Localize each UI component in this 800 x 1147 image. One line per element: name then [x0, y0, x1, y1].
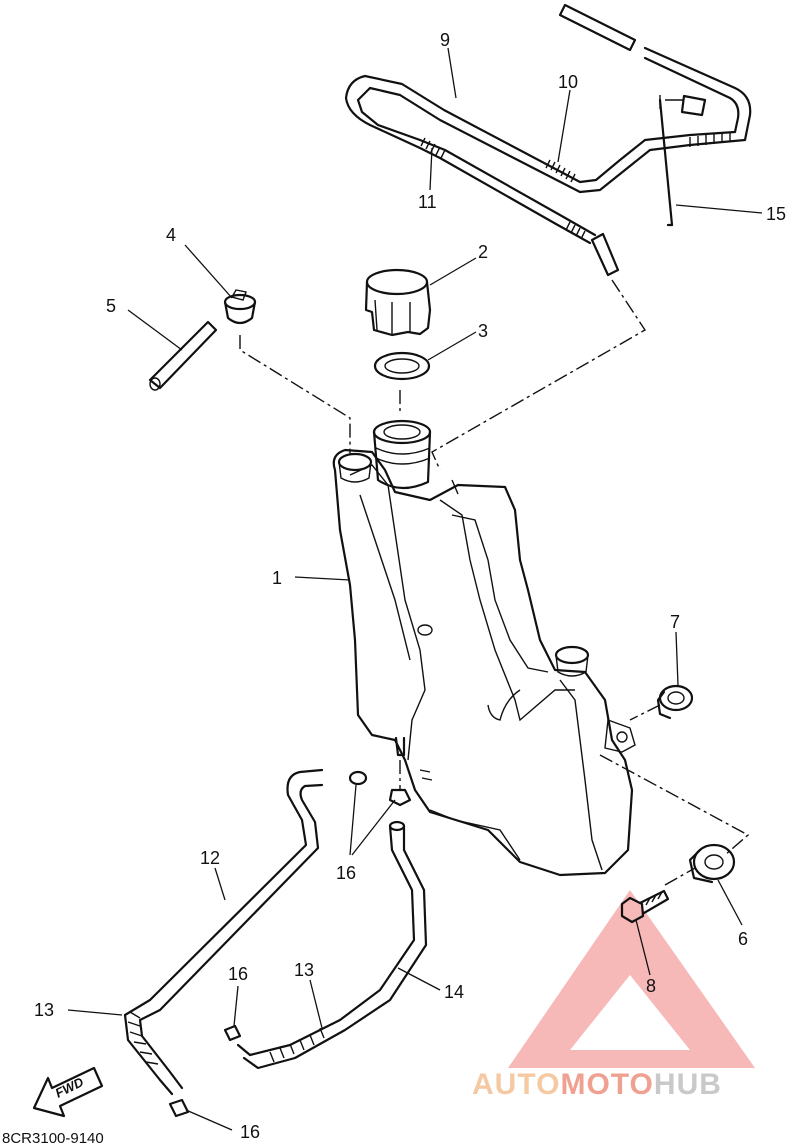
callout-15: 15 — [766, 204, 786, 224]
watermark-part3: HUB — [654, 1068, 722, 1101]
pin — [148, 320, 218, 391]
watermark-part1: AUTO — [472, 1068, 560, 1101]
callout-12: 12 — [200, 848, 220, 868]
assembly-lines — [239, 95, 750, 886]
diagram-code: 8CR3100-9140 — [2, 1130, 104, 1147]
small-cap — [223, 289, 257, 325]
callout-11: 11 — [418, 192, 437, 212]
callouts: 1 2 3 4 5 6 7 8 9 10 11 12 13 13 14 15 1… — [34, 30, 786, 1142]
leader-lines — [67, 47, 763, 1131]
callout-14: 14 — [444, 982, 464, 1002]
callout-13-mid: 13 — [294, 960, 314, 980]
damper-6 — [688, 843, 736, 884]
callout-2: 2 — [478, 242, 488, 262]
callout-6: 6 — [738, 929, 748, 949]
callout-16-center: 16 — [336, 863, 356, 883]
callout-8: 8 — [646, 976, 656, 996]
callout-10: 10 — [558, 72, 578, 92]
cap-gasket — [373, 351, 431, 381]
breather-hoses — [344, 3, 752, 277]
watermark-text: AUTOMOTOHUB — [472, 1068, 722, 1101]
grommet-7 — [656, 684, 694, 720]
callout-4: 4 — [166, 225, 176, 245]
callout-9: 9 — [440, 30, 450, 50]
overflow-hoses — [123, 768, 428, 1118]
callout-3: 3 — [478, 321, 488, 341]
callout-13-left: 13 — [34, 1000, 54, 1020]
watermark-triangle-icon — [508, 890, 755, 1068]
callout-16-mid: 16 — [228, 964, 248, 984]
watermark-part2: MOTO — [560, 1068, 653, 1101]
fwd-arrow-icon: FWD — [32, 1066, 104, 1118]
callout-5: 5 — [106, 296, 116, 316]
callout-7: 7 — [670, 612, 680, 632]
reservoir-tank — [332, 419, 636, 877]
callout-1: 1 — [272, 568, 282, 588]
reservoir-cap — [364, 268, 432, 337]
bolt-8 — [620, 889, 670, 924]
callout-16-bottom: 16 — [240, 1122, 260, 1142]
